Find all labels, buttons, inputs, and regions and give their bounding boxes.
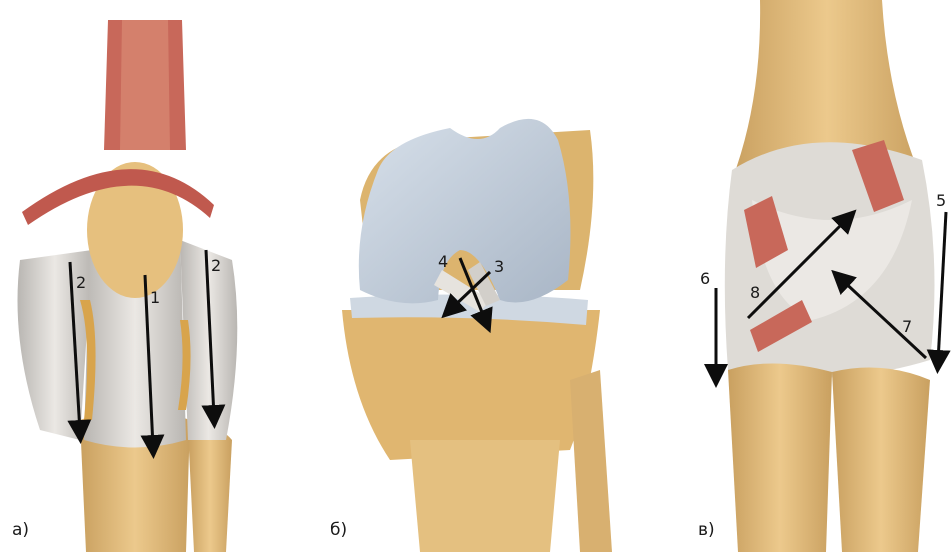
arrow-label-7: 7 — [902, 317, 912, 336]
caption-c: в) — [698, 520, 715, 540]
arrow-label-5: 5 — [936, 191, 946, 210]
arrow-label-4: 4 — [438, 252, 448, 271]
panel-a: 1 2 2 а) — [0, 0, 260, 552]
panel-b: 4 3 б) — [330, 0, 630, 552]
tibia-b — [342, 310, 600, 460]
tibia-shaft-b — [410, 440, 560, 552]
arrow-label-6: 6 — [700, 269, 710, 288]
fibula-c — [832, 368, 930, 552]
arrow-label-3: 3 — [494, 257, 504, 276]
arrow-label-2-left: 2 — [76, 273, 86, 292]
panel-b-illustration: 4 3 — [330, 0, 630, 552]
arrow-label-1: 1 — [150, 288, 160, 307]
caption-b: б) — [330, 520, 347, 540]
panel-c: 5 6 7 8 в) — [692, 0, 952, 552]
tibia-c — [728, 363, 832, 552]
caption-a: а) — [12, 520, 29, 540]
fibula-b — [570, 370, 612, 552]
fibula-a — [188, 427, 232, 552]
panel-a-illustration: 1 2 2 — [0, 0, 260, 552]
panel-c-illustration: 5 6 7 8 — [692, 0, 952, 552]
arrow-5 — [938, 212, 946, 362]
arrow-label-8: 8 — [750, 283, 760, 302]
arrow-label-2-right: 2 — [211, 256, 221, 275]
